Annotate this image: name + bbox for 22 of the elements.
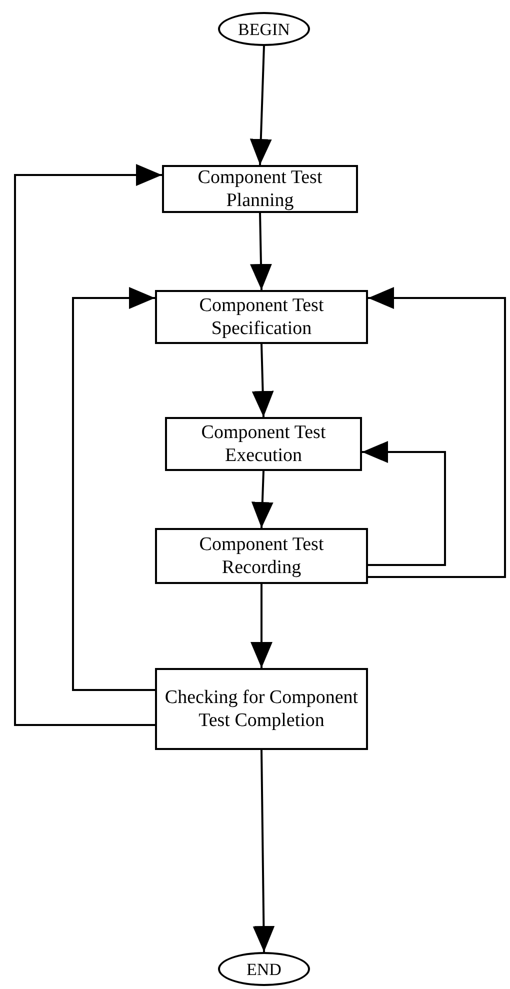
- arrow: [368, 287, 506, 578]
- node-label: Component Test Planning: [196, 166, 324, 212]
- arrow: [250, 212, 272, 290]
- process-box: [155, 668, 368, 750]
- arrow: [252, 750, 275, 952]
- process-box: [162, 165, 358, 213]
- arrow: [362, 441, 446, 566]
- node-label: Component Test Recording: [198, 533, 325, 579]
- arrow: [250, 46, 272, 166]
- process-box: [165, 417, 362, 471]
- node-label: Component Test Execution: [200, 421, 327, 467]
- arrow: [72, 287, 155, 691]
- node-label: END: [246, 958, 282, 980]
- process-box: [155, 528, 368, 584]
- node-label: Checking for Component Test Completion: [164, 686, 360, 732]
- arrow: [14, 164, 162, 726]
- process-box: [155, 290, 368, 344]
- arrow: [251, 470, 274, 528]
- arrow: [252, 344, 274, 418]
- node-label: Component Test Specification: [198, 294, 325, 340]
- arrow: [250, 584, 272, 668]
- node-label: BEGIN: [238, 18, 290, 40]
